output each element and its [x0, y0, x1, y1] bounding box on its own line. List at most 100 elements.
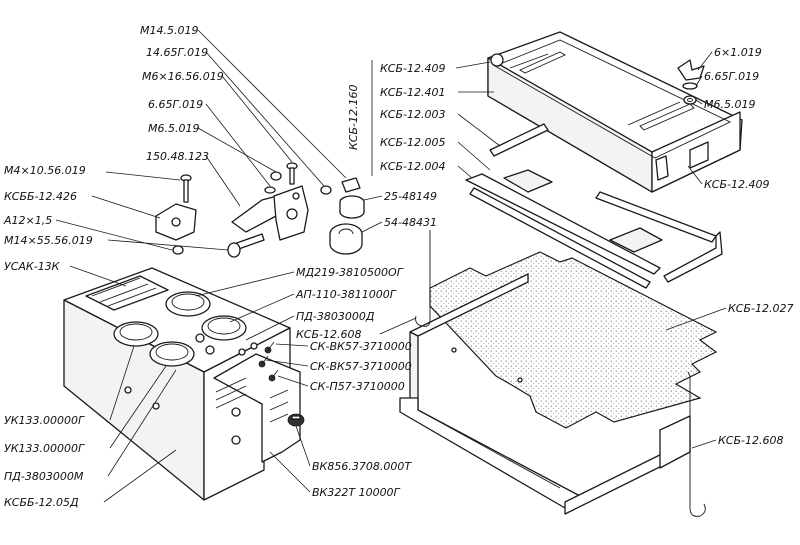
- leader-ksbb-12-05d: [103, 449, 177, 503]
- leader-m6-5-019-right: [695, 99, 703, 105]
- washer-6-65g: [264, 186, 276, 194]
- hook-rods: [415, 230, 706, 517]
- leader-ksb-12-608-bottom: [691, 439, 717, 449]
- leader-vk322: [269, 451, 311, 493]
- label-a12-1-5: А12×1,5: [3, 214, 52, 227]
- label-ksb-12-608-bottom: КСБ-12.608: [718, 434, 784, 447]
- bushing-25-48149: [339, 195, 365, 219]
- leader-uk133-1: [109, 345, 135, 421]
- label-ksb-12-401: КСБ-12.401: [380, 86, 446, 99]
- label-ap110: АП-110-3811000Г: [295, 288, 397, 301]
- part-labels: М14.5.01914.65Г.019М6×16.56.0196.65Г.019…: [3, 24, 794, 509]
- label-uk133-2: УК133.00000Г: [4, 442, 85, 455]
- label-m6-5-019-left: М6.5.019: [148, 122, 199, 135]
- bushing-54-48431: [329, 223, 363, 255]
- label-ksb-12-160: КСБ-12.160: [347, 85, 360, 151]
- label-sk-vk57-2: СК-ВК57-3710000: [310, 360, 412, 373]
- leader-54-48431: [361, 221, 383, 233]
- leader-pd-3803000d: [245, 315, 295, 341]
- bolt-m14x55: [227, 233, 265, 258]
- label-usak-13k: УСАК-13К: [4, 260, 61, 273]
- gauge-top: [165, 291, 211, 317]
- label-sk-vk57-1: СК-ВК57-3710000: [310, 340, 412, 353]
- label-150-48-123: 150.48.123: [146, 150, 209, 163]
- instrument-cluster-housing: [63, 267, 305, 501]
- toggle-lever-bracket: [231, 185, 309, 241]
- screw-m4x10: [180, 174, 192, 203]
- label-m14-55-56-019: М14×55.56.019: [4, 234, 93, 247]
- leader-150-48-123: [205, 155, 241, 207]
- label-md219: МД219-3810500ОГ: [296, 266, 404, 279]
- label-ksbb-12-426: КСББ-12.426: [4, 190, 77, 203]
- nut-m14: [341, 177, 361, 193]
- leader-ksb-12-027: [665, 307, 727, 331]
- leader-6-65g-019-right: [695, 75, 703, 87]
- label-ksb-12-005: КСБ-12.005: [380, 136, 446, 149]
- label-m6-5-019-right: М6.5.019: [704, 98, 755, 111]
- gauge-bottom: [149, 341, 195, 367]
- nut-m6: [270, 171, 282, 181]
- leader-m14-55-56-019: [107, 239, 229, 251]
- leader-ksb-12-004: [457, 165, 473, 179]
- wing-nut: [677, 59, 705, 105]
- leader-ksb-12-005: [457, 141, 491, 171]
- leader-m6-16-56-019: [221, 75, 293, 163]
- label-pd-3803000d: ПД-3803000Д: [296, 310, 375, 323]
- leader-6-1-019: [697, 51, 713, 71]
- label-m4-10-56-019: М4×10.56.019: [4, 164, 86, 177]
- leader-sk-p57: [277, 375, 309, 387]
- clamp-ksbb-12-426: [155, 203, 197, 255]
- label-6-65g-019-right: 6.65Г.019: [704, 70, 759, 83]
- label-ksb-12-409-right: КСБ-12.409: [704, 178, 770, 191]
- gauge-middle-right: [201, 315, 247, 341]
- gauge-left: [113, 321, 159, 347]
- label-pd-3803000m: ПД-3803000М: [4, 470, 84, 483]
- leader-pd-3803000m: [107, 369, 177, 477]
- label-vk322: ВК322Т 10000Г: [312, 486, 401, 499]
- leader-ksb-12-409-right: [687, 165, 703, 185]
- leader-m14-5-019: [197, 29, 347, 179]
- label-6-1-019: 6×1.019: [714, 46, 762, 59]
- leader-uk133-2: [109, 365, 167, 449]
- label-ksbb-12-05d: КСББ-12.05Д: [4, 496, 79, 509]
- washer-14-65g: [320, 185, 332, 195]
- label-ksb-12-027: КСБ-12.027: [728, 302, 794, 315]
- leader-sk-vk57-1: [275, 343, 309, 347]
- leader-lines: [55, 29, 727, 503]
- toggle-switches: [258, 341, 279, 382]
- base-tray: [399, 273, 691, 515]
- battery-cover: [487, 31, 743, 193]
- leader-m4-10-56-019: [105, 171, 181, 181]
- label-25-48149: 25-48149: [384, 190, 437, 203]
- label-m6-16-56-019: М6×16.56.019: [142, 70, 224, 83]
- base-plate: [429, 251, 718, 429]
- ignition-switch: [287, 413, 305, 427]
- leader-ap110: [229, 293, 295, 323]
- label-ksb-12-004: КСБ-12.004: [380, 160, 446, 173]
- label-uk133-1: УК133.00000Г: [4, 414, 85, 427]
- leader-a12-1-5: [55, 219, 173, 251]
- label-ksb-12-409-top: КСБ-12.409: [380, 62, 446, 75]
- leader-usak-13k: [69, 265, 127, 287]
- label-sk-p57: СК-П57-3710000: [310, 380, 405, 393]
- screw-m6x16: [286, 162, 298, 185]
- leader-vk856: [295, 425, 311, 467]
- label-ksb-12-003: КСБ-12.003: [380, 108, 446, 121]
- leader-sk-vk57-2: [265, 359, 309, 367]
- leader-25-48149: [363, 195, 383, 201]
- leader-ksbb-12-426: [91, 195, 161, 219]
- leader-md219: [195, 271, 295, 297]
- leader-6-65g-019-left: [205, 103, 271, 187]
- label-14-65g-019: 14.65Г.019: [146, 46, 208, 59]
- bracket-rods: [465, 123, 723, 289]
- label-vk856: ВК856.3708.000Т: [312, 460, 412, 473]
- label-54-48431: 54-48431: [384, 216, 437, 229]
- label-6-65g-019-left: 6.65Г.019: [148, 98, 203, 111]
- leader-m6-5-019-left: [197, 127, 277, 173]
- leader-14-65g-019: [205, 51, 325, 187]
- leader-ksb-12-003: [457, 113, 501, 147]
- label-ksb-12-608-top: КСБ-12.608: [296, 328, 362, 341]
- leader-ksb-12-608-top: [379, 317, 417, 335]
- leader-ksb-12-409-top: [455, 61, 491, 69]
